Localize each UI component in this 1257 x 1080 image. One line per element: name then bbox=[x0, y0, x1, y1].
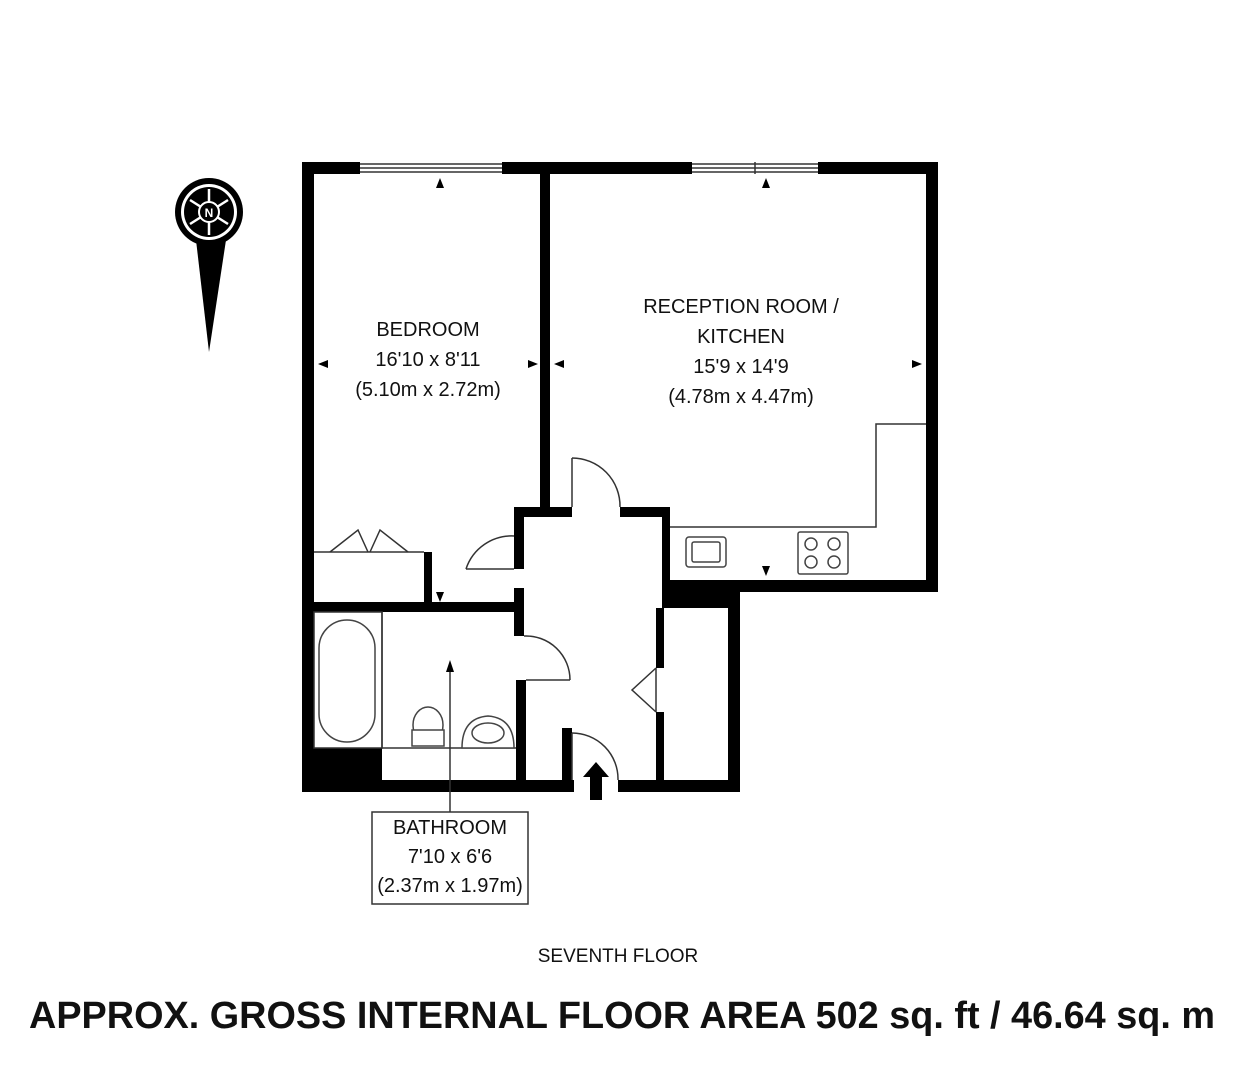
reception-name-line1: RECEPTION ROOM / bbox=[643, 296, 839, 318]
room-label-bathroom: BATHROOM 7'10 x 6'6 (2.37m x 1.97m) bbox=[377, 817, 523, 897]
room-label-reception: RECEPTION ROOM / KITCHEN 15'9 x 14'9 (4.… bbox=[643, 296, 839, 408]
bedroom-wardrobe bbox=[314, 528, 424, 553]
reception-metric: (4.78m x 4.47m) bbox=[668, 386, 814, 408]
floor-area-text: APPROX. GROSS INTERNAL FLOOR AREA 502 sq… bbox=[29, 995, 1215, 1037]
bathroom-leader bbox=[446, 660, 454, 812]
bathroom-label-box bbox=[371, 811, 529, 905]
walls bbox=[302, 162, 938, 792]
bathroom-metric: (2.37m x 1.97m) bbox=[377, 875, 523, 897]
kitchen-counter bbox=[670, 423, 926, 575]
bedroom-name: BEDROOM bbox=[376, 319, 479, 341]
bathroom-imperial: 7'10 x 6'6 bbox=[408, 846, 492, 868]
doors bbox=[465, 457, 657, 781]
room-label-bedroom: BEDROOM 16'10 x 8'11 (5.10m x 2.72m) bbox=[355, 319, 501, 401]
compass-letter: N bbox=[205, 206, 214, 220]
reception-name-line2: KITCHEN bbox=[697, 326, 785, 348]
windows bbox=[360, 162, 818, 174]
reception-imperial: 15'9 x 14'9 bbox=[693, 356, 789, 378]
bathroom-name: BATHROOM bbox=[393, 817, 507, 839]
dimension-markers bbox=[318, 178, 922, 602]
bedroom-imperial: 16'10 x 8'11 bbox=[375, 349, 480, 371]
floor-name: SEVENTH FLOOR bbox=[538, 946, 698, 967]
bathroom-fixtures bbox=[313, 611, 516, 749]
bedroom-metric: (5.10m x 2.72m) bbox=[355, 379, 501, 401]
entrance-arrow-icon bbox=[583, 762, 609, 800]
compass-north-icon: N bbox=[175, 178, 243, 352]
